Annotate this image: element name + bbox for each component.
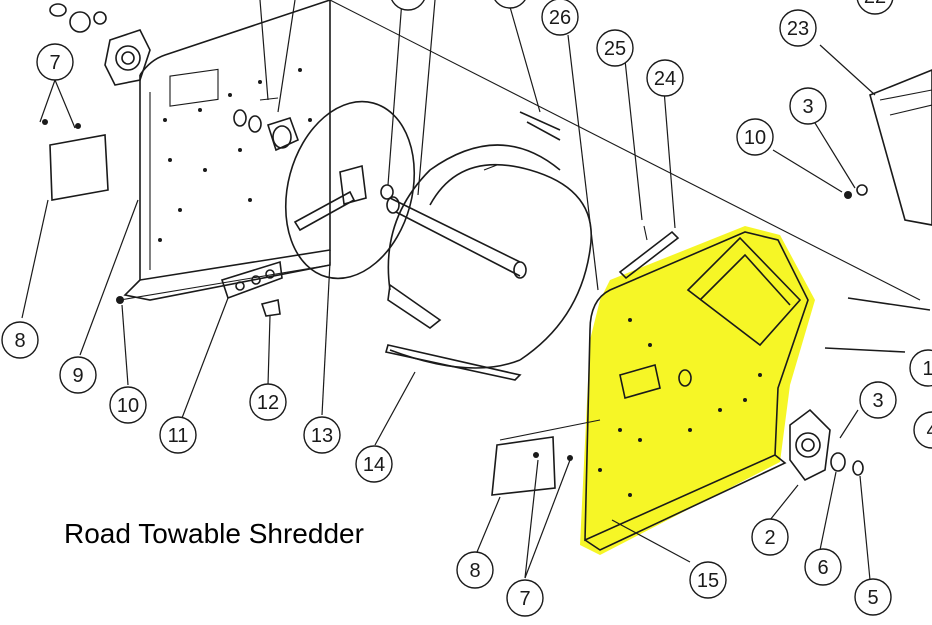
lower-axis-line	[119, 264, 331, 301]
svg-text:3: 3	[802, 96, 813, 118]
svg-text:10: 10	[744, 127, 766, 149]
callout-5: 5	[854, 578, 892, 616]
svg-text:13: 13	[311, 425, 333, 447]
callout-11: 11	[159, 416, 197, 454]
svg-text:25: 25	[604, 38, 626, 60]
bolt-right	[847, 297, 931, 311]
callout-4: 4	[913, 411, 932, 449]
callout-leaders	[21, 0, 876, 581]
callout-25: 25	[596, 29, 634, 67]
callout-3-right: 3	[859, 381, 897, 419]
svg-text:24: 24	[654, 68, 676, 90]
rotor-disc	[284, 100, 416, 280]
shaft-bushings	[233, 97, 394, 200]
svg-text:23: 23	[787, 18, 809, 40]
assembly-axis-line	[329, 0, 921, 301]
svg-text:7: 7	[49, 52, 60, 74]
callout-9: 9	[59, 356, 97, 394]
cropped-callouts	[391, 0, 526, 11]
callout-15: 15	[689, 561, 727, 599]
right-housing-panel	[584, 231, 809, 551]
svg-text:10: 10	[117, 395, 139, 417]
svg-text:1: 1	[922, 358, 932, 380]
part-15-highlight	[580, 226, 815, 555]
svg-text:9: 9	[72, 365, 83, 387]
callout-14: 14	[355, 445, 393, 483]
svg-text:15: 15	[697, 570, 719, 592]
svg-text:22: 22	[864, 0, 886, 8]
callout-22: 22	[856, 0, 894, 15]
callout-8-right: 8	[456, 551, 494, 589]
svg-text:8: 8	[469, 560, 480, 582]
blade-bar	[618, 225, 680, 280]
left-bearing	[49, 3, 151, 86]
callout-3-top: 3	[789, 87, 827, 125]
callout-10-right: 10	[736, 118, 774, 156]
svg-text:26: 26	[549, 7, 571, 29]
hopper-fragment	[869, 69, 932, 226]
svg-text:6: 6	[817, 557, 828, 579]
svg-text:3: 3	[872, 390, 883, 412]
callout-1: 1	[909, 349, 932, 387]
callout-2: 2	[751, 518, 789, 556]
diagram-caption: Road Towable Shredder	[64, 518, 364, 549]
svg-text:12: 12	[257, 392, 279, 414]
callout-8-left: 8	[1, 321, 39, 359]
callout-23: 23	[779, 9, 817, 47]
curved-screen	[384, 144, 592, 381]
svg-text:14: 14	[363, 454, 385, 476]
left-access-cover	[42, 119, 109, 201]
callout-7-left: 7	[36, 43, 74, 81]
right-access-cover	[491, 436, 573, 496]
rotor-shaft	[386, 111, 561, 279]
svg-text:4: 4	[926, 420, 932, 442]
svg-text:8: 8	[14, 330, 25, 352]
svg-text:5: 5	[867, 587, 878, 609]
right-bearing	[789, 408, 864, 482]
svg-text:7: 7	[519, 588, 530, 610]
svg-text:11: 11	[168, 425, 189, 447]
callout-24: 24	[646, 59, 684, 97]
bottom-bracket-plate	[220, 260, 283, 317]
svg-text:2: 2	[764, 527, 775, 549]
callout-10-left: 10	[109, 386, 147, 424]
lower-axis-line-right	[499, 419, 601, 441]
callout-13: 13	[303, 416, 341, 454]
callout-26: 26	[541, 0, 579, 36]
callout-7-right: 7	[506, 579, 544, 617]
callout-12: 12	[249, 383, 287, 421]
bolt-right-lower	[824, 347, 906, 353]
callout-6: 6	[804, 548, 842, 586]
